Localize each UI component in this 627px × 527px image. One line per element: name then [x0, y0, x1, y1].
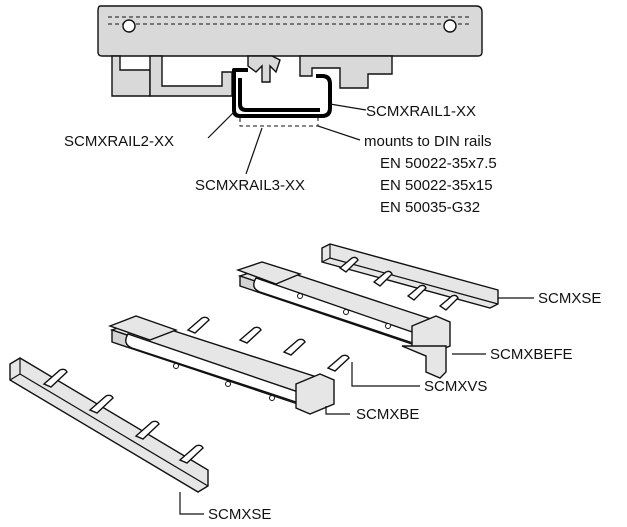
leader-se-bottom: [179, 492, 204, 515]
label-mounts: mounts to DIN rails: [364, 133, 492, 150]
exploded-leaders: [179, 297, 534, 515]
label-din2: EN 50022-35x15: [380, 177, 493, 194]
upper-carrier-hole-1: [297, 293, 303, 299]
lower-carrier: [107, 315, 335, 415]
bottom-plate-pins: [42, 368, 204, 464]
upper-carrier-hole-2: [343, 309, 349, 315]
label-din3: EN 50035-G32: [380, 199, 480, 216]
bottom-pin-4: [178, 444, 204, 464]
lower-carrier-hole-1: [173, 363, 179, 369]
upper-carrier-left-block: [235, 261, 303, 285]
leader-mounts: [317, 125, 361, 141]
housing-right-leg: [299, 55, 393, 89]
upper-carrier-hole-3: [385, 323, 391, 329]
end-plate-top-edge-2: [321, 257, 331, 263]
leader-vs: [351, 362, 420, 387]
leader-be: [325, 406, 350, 415]
label-rail3: SCMXRAIL3-XX: [195, 177, 305, 194]
label-din1: EN 50022-35x7.5: [380, 155, 497, 172]
end-plate-bottom-body: [9, 357, 209, 493]
bottom-pin-2: [88, 394, 114, 414]
loose-pins: [186, 316, 350, 372]
lower-carrier-left-block: [107, 315, 179, 341]
rail1-inner: [238, 78, 320, 112]
top-plate-pins: [338, 256, 459, 311]
end-plate-bottom-edge-3: [19, 373, 209, 487]
leader-rail1: [329, 103, 367, 111]
label-se-top: SCMXSE: [538, 290, 601, 307]
pin-4: [438, 294, 459, 311]
end-plate-bottom: [9, 357, 209, 493]
label-be: SCMXBE: [356, 406, 419, 423]
top-mount-assembly: SCMXRAIL1-XX SCMXRAIL2-XX SCMXRAIL3-XX m…: [64, 5, 497, 216]
housing-mid-frame: [149, 55, 233, 97]
pin-2: [372, 270, 393, 287]
lower-carrier-hole-3: [269, 395, 275, 401]
bottom-pin-1: [42, 368, 68, 388]
label-se-bottom: SCMXSE: [208, 506, 271, 523]
lower-carrier-hole-2: [225, 381, 231, 387]
loose-pin-3: [282, 338, 306, 356]
upper-carrier-foot: [401, 345, 447, 379]
end-plate-top: [321, 243, 499, 309]
lower-carrier-right-block: [295, 373, 335, 415]
loose-pin-4: [326, 354, 350, 372]
pin-3: [406, 284, 427, 301]
loose-pin-2: [238, 326, 262, 344]
rail1-profile: [232, 68, 332, 118]
label-rail2: SCMXRAIL2-XX: [64, 133, 174, 150]
latch-clip: [247, 55, 281, 83]
mount-housing: [97, 5, 483, 57]
upper-carrier: [235, 261, 451, 379]
screw-hole-right: [443, 19, 457, 33]
pin-1: [338, 256, 359, 273]
label-befe: SCMXBEFE: [490, 346, 573, 363]
housing-left-leg: [111, 55, 151, 97]
leader-rail2: [207, 111, 235, 139]
end-plate-top-edge-3: [329, 257, 499, 305]
leader-rail3: [245, 127, 263, 175]
label-rail1: SCMXRAIL1-XX: [366, 103, 476, 120]
loose-pin-1: [186, 316, 210, 334]
rail3-outline: [239, 118, 319, 127]
end-plate-bottom-edge-2: [9, 373, 21, 381]
screw-hole-left: [122, 19, 136, 33]
label-vs: SCMXVS: [424, 378, 487, 395]
bottom-pin-3: [134, 420, 160, 440]
